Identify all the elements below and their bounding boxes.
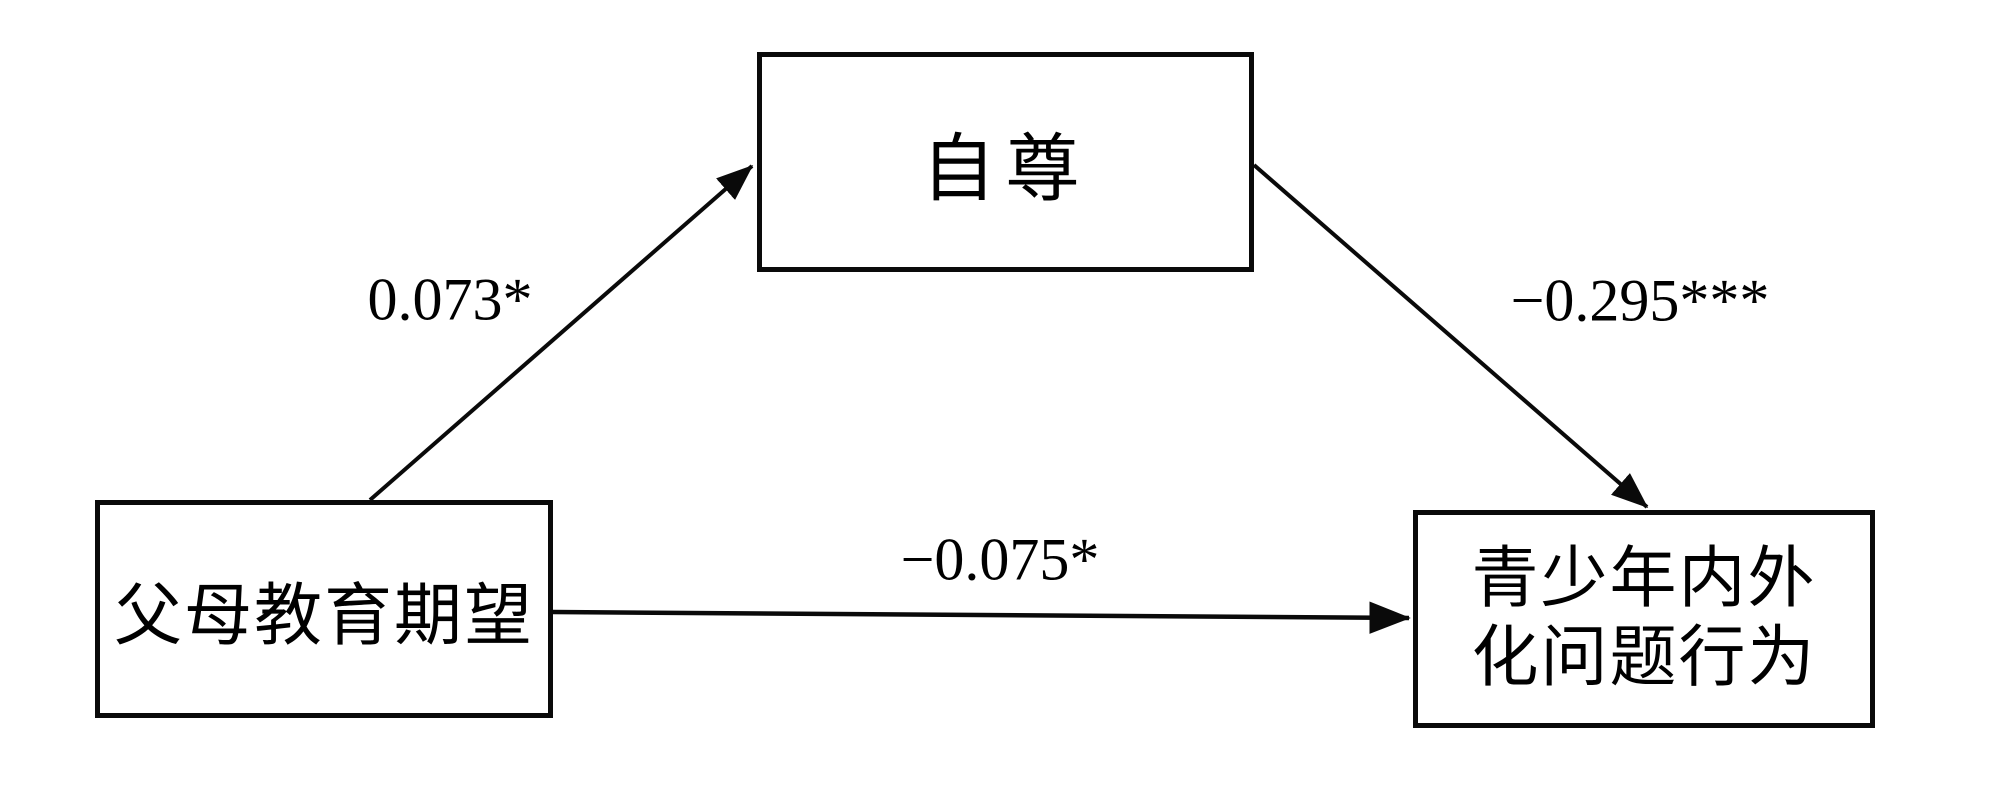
a-path-coefficient-label: 0.073*	[367, 266, 533, 333]
mediator-node-label: 自尊	[921, 128, 1090, 211]
predictor-node-label: 父母教育期望	[113, 577, 534, 654]
c-path-coefficient-label: −0.075*	[900, 526, 1100, 593]
b-path-coefficient-label: −0.295***	[1510, 267, 1770, 334]
b-path-arrow	[1252, 163, 1649, 509]
a-path-arrow	[368, 164, 754, 502]
outcome-node-problem-behaviors: 青少年内外 化问题行为	[1413, 510, 1875, 728]
outcome-node-label-line1: 青少年内外	[1471, 541, 1817, 616]
predictor-node-parental-expectations: 父母教育期望	[95, 500, 553, 718]
c-path-arrow	[552, 601, 1411, 634]
mediator-node-self-esteem: 自尊	[757, 52, 1254, 272]
outcome-node-label-line2: 化问题行为	[1471, 621, 1817, 695]
